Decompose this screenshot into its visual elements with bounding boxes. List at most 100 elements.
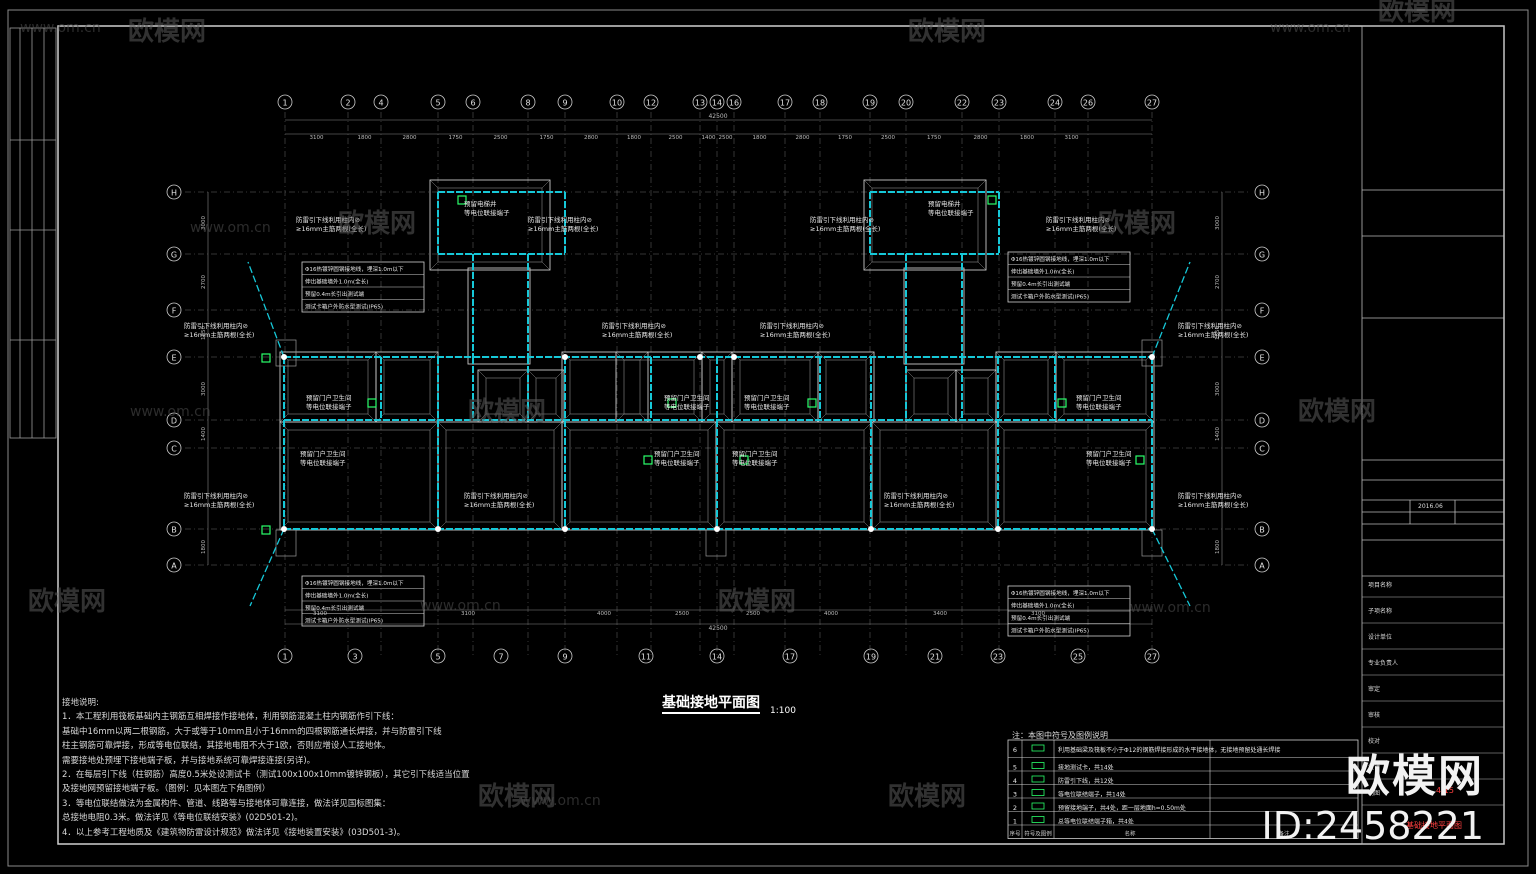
overall-dim-text: 42500 xyxy=(708,625,727,632)
footing xyxy=(275,529,297,557)
axis-bubble xyxy=(1254,557,1270,573)
callout-line: 等电位联接端子 xyxy=(306,402,352,411)
notes-line: 柱主钢筋可靠焊接，形成等电位联结，其接地电阻不大于1欧，否则应增设人工接地体。 xyxy=(62,741,391,752)
pad-chamfer xyxy=(987,421,997,431)
callout-line: 防雷引下线利用柱内⊘ xyxy=(464,491,528,500)
pad-inner xyxy=(287,359,369,415)
pad-chamfer xyxy=(429,179,439,189)
axis-bubble xyxy=(1254,440,1270,456)
axis-label: 14 xyxy=(712,653,722,662)
legend-intro: 注：本图中符号及图例说明 xyxy=(1012,731,1108,740)
downlead-node xyxy=(697,354,703,360)
axis-label: 3 xyxy=(352,653,357,662)
watermark-text: 欧模网 xyxy=(128,16,206,47)
axis-label: 25 xyxy=(1073,653,1083,662)
axis-bubble xyxy=(1254,302,1270,318)
pad-chamfer xyxy=(701,351,711,361)
callout-line: 防雷引下线利用柱内⊘ xyxy=(1046,215,1110,224)
watermark-text: 欧模网 xyxy=(478,781,556,812)
watermark-url: www.om.cn xyxy=(1130,600,1211,616)
legend-symbol xyxy=(1031,816,1045,823)
callout-line: ≥16mm主筋两根(全长) xyxy=(296,224,366,233)
grounding-notes: 接地说明: 1．本工程利用筏板基础内主钢筋互相焊接作接地体，利用钢筋混凝土柱内钢… xyxy=(62,696,470,840)
axis-label: D xyxy=(1259,417,1265,426)
axis-label: C xyxy=(1259,445,1265,454)
conn-note-text: 测试卡箱户外防水型测试(IP65) xyxy=(1011,293,1089,301)
conn-note-text: 伸出基础墙外1.0m(全长) xyxy=(1011,602,1074,610)
axis-bubble xyxy=(709,648,725,664)
pad-inner xyxy=(739,359,811,415)
notes-line: 及接地网预留接地端子板。（图例：见本图左下角图例） xyxy=(62,784,271,795)
axis-bubble xyxy=(1254,412,1270,428)
conn-note-text: Φ16热镀锌圆钢接地线，埋深1.0m以下 xyxy=(1011,589,1110,597)
dim-text: 3400 xyxy=(933,611,947,617)
dim-text: 2800 xyxy=(796,135,810,141)
axis-label: 5 xyxy=(435,653,440,662)
callout-line: ≥16mm主筋两根(全长) xyxy=(184,330,254,339)
dim-text: 2500 xyxy=(881,135,895,141)
dim-text: 1400 xyxy=(1215,427,1221,441)
pad-chamfer xyxy=(1055,413,1065,423)
callout-line: 预留门户卫生间 xyxy=(300,449,346,458)
dim-text: 2500 xyxy=(719,135,733,141)
pad-inner xyxy=(445,429,555,523)
conn-note-text: 预留0.4m长引出测试端 xyxy=(305,290,365,298)
pad-inner xyxy=(485,377,521,415)
axis-bubble xyxy=(990,648,1006,664)
downlead-node xyxy=(562,354,568,360)
pad-chamfer xyxy=(977,179,987,189)
axis-label: G xyxy=(1259,251,1265,260)
callout-line: 预留门户卫生间 xyxy=(306,393,352,402)
foundation-pad xyxy=(995,421,1155,531)
axis-label: E xyxy=(171,354,176,363)
grounding-extension xyxy=(249,528,285,607)
callout-line: 预留门户卫生间 xyxy=(1076,393,1122,402)
watermarks: 欧模网欧模网欧模网欧模网欧模网欧模网欧模网欧模网欧模网欧模网欧模网www.om.… xyxy=(20,0,1456,812)
pad-inner xyxy=(723,429,865,523)
stair-tower xyxy=(429,179,551,271)
watermark-url: www.om.cn xyxy=(1270,20,1351,36)
titleblock-row-label: 项目名称 xyxy=(1368,581,1392,589)
axis-label: D xyxy=(171,417,177,426)
callout-line: 防雷引下线利用柱内⊘ xyxy=(296,215,360,224)
axis-bubble xyxy=(493,648,509,664)
axis-bubble xyxy=(1254,349,1270,365)
axis-label: A xyxy=(1259,562,1265,571)
dim-text: 1750 xyxy=(927,135,941,141)
pad-chamfer xyxy=(871,421,881,431)
callout-line: 等电位联接端子 xyxy=(732,458,778,467)
axis-label: B xyxy=(171,526,177,535)
axis-label: 16 xyxy=(729,99,739,108)
pad-inner xyxy=(963,377,989,415)
axis-bubble xyxy=(927,648,943,664)
legend-text: 利用基础梁及筏板不小于Φ12的钢筋焊接形成的水平接地体，无接地预留处通长焊接 xyxy=(1058,746,1280,754)
legend-no: 6 xyxy=(1013,746,1017,754)
axis-label: 17 xyxy=(780,99,790,108)
callout-line: 防雷引下线利用柱内⊘ xyxy=(528,215,592,224)
callout-line: 防雷引下线利用柱内⊘ xyxy=(184,321,248,330)
conn-note-text: 测试卡箱户外防水型测试(IP65) xyxy=(305,617,383,625)
legend-text: 总等电位联结端子箱，共4处 xyxy=(1058,818,1134,826)
axis-bubble xyxy=(166,521,182,537)
dim-text: 3000 xyxy=(1215,382,1221,396)
axis-label: 22 xyxy=(957,99,967,108)
downlead-node xyxy=(714,526,720,532)
downlead-node xyxy=(435,526,441,532)
pad-inner xyxy=(871,187,979,263)
conn-note-text: 预留0.4m长引出测试端 xyxy=(1011,614,1071,622)
pad-chamfer xyxy=(541,261,551,271)
watermark-text: 欧模网 xyxy=(1378,0,1456,27)
dim-text: 1400 xyxy=(702,135,716,141)
grounding-extension xyxy=(247,261,285,358)
pad-chamfer xyxy=(905,369,915,379)
dim-text: 1800 xyxy=(358,135,372,141)
axis-label: 27 xyxy=(1147,99,1157,108)
callout-line: 等电位联接端子 xyxy=(300,458,346,467)
axis-bubble xyxy=(520,94,536,110)
axis-label: G xyxy=(171,251,177,260)
axis-label: 24 xyxy=(1050,99,1060,108)
notes-line: 4．以上参考工程地质及《建筑物防雷设计规范》做法详见《接地装置安装》(03D50… xyxy=(62,827,406,838)
notes-line: 基础中16mm以两二根钢筋，大于或等于10mm且小于16mm的四根钢筋通长焊接，… xyxy=(62,726,442,737)
pad-chamfer xyxy=(429,421,439,431)
